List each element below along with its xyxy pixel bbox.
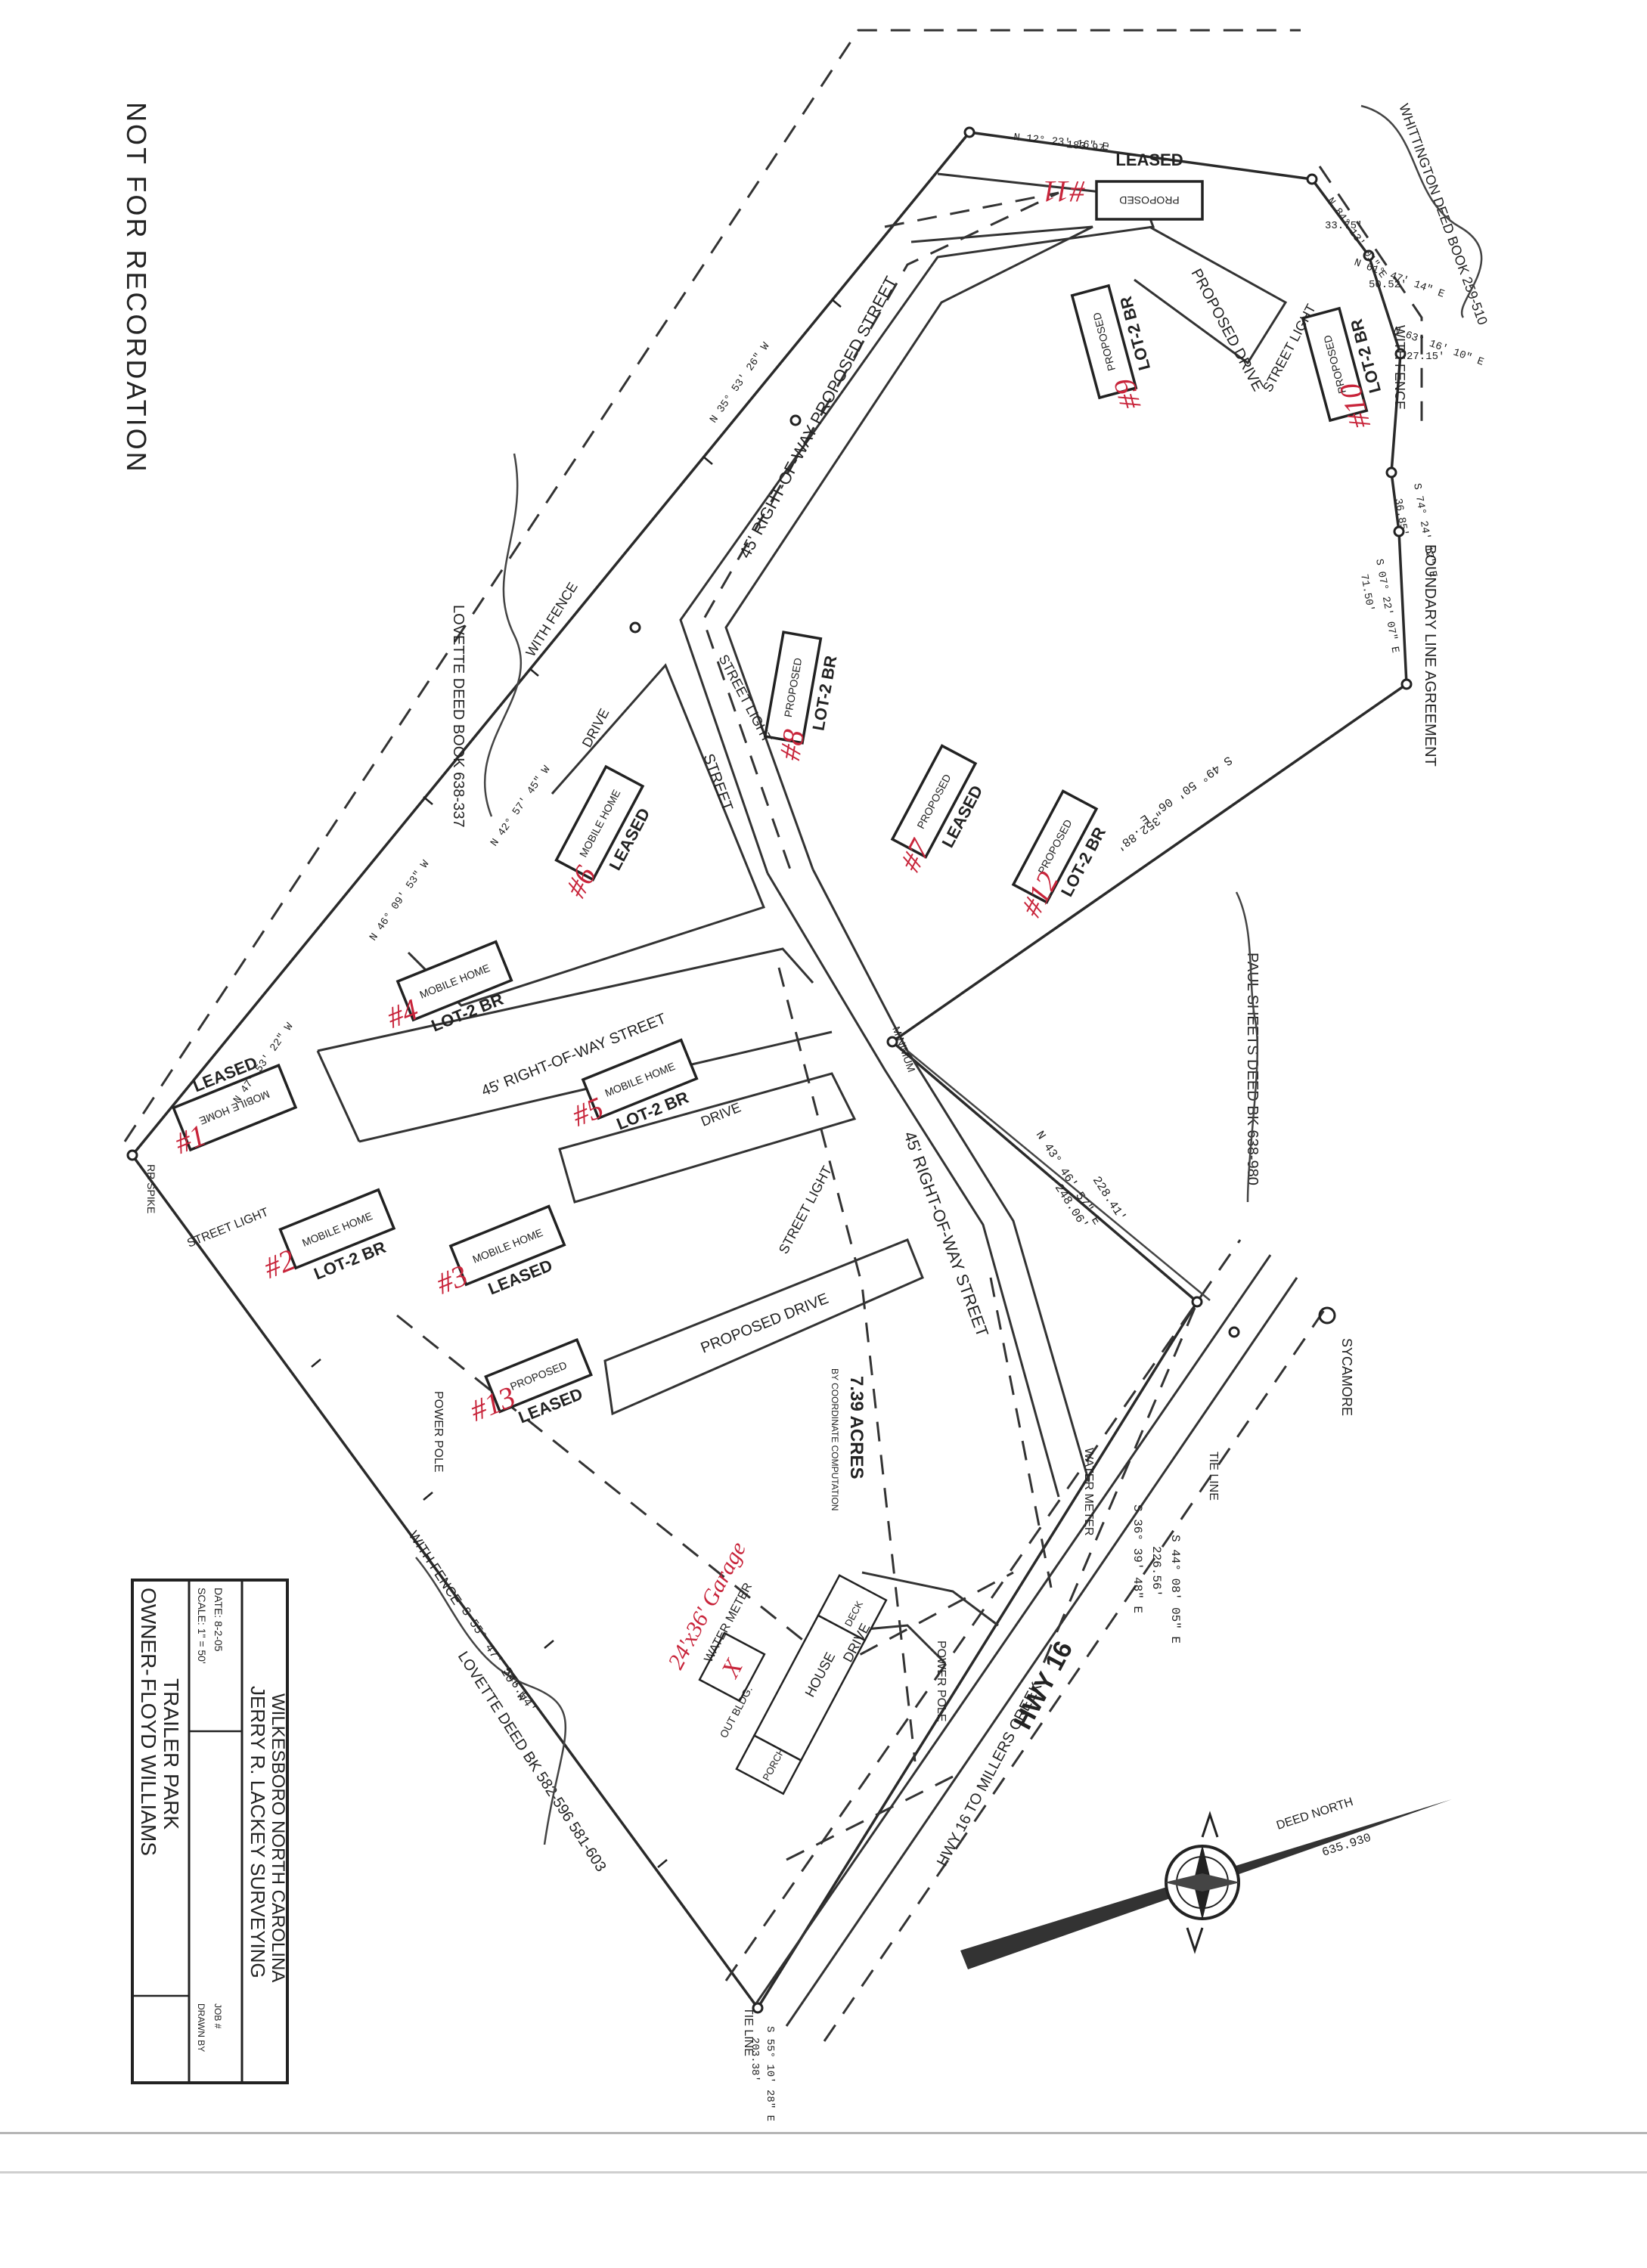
- lot-12[interactable]: LOT-2 BR PROPOSED #12: [1004, 789, 1116, 929]
- fence-line-ticks: [311, 299, 842, 1868]
- drive-lower: [558, 1072, 857, 1204]
- drawn-by-label: DRAWN BY: [196, 2003, 206, 2052]
- main-street-label: 45' RIGHT-OF-WAY STREET: [900, 1129, 992, 1340]
- drive-label: DRIVE: [579, 706, 612, 750]
- lot-11[interactable]: LEASED PROPOSED #11: [1042, 150, 1204, 221]
- hwy16-right-of-way: [823, 1300, 1332, 2042]
- adjoiner-squiggle-top: [483, 453, 523, 817]
- project-name: TRAILER PARK: [160, 1678, 183, 1830]
- svg-text:203.38': 203.38': [749, 2037, 761, 2082]
- lot-10[interactable]: LOT-2 BR PROPOSED #10: [1301, 302, 1393, 435]
- street-short-label: STREET: [699, 751, 736, 813]
- proposed-drive-top: [1134, 225, 1288, 365]
- tie-line-label: TIE LINE: [1207, 1452, 1220, 1501]
- sheet-label: JOB #: [212, 2003, 223, 2029]
- owner-name: FLOYD WILLIAMS: [137, 1678, 160, 1856]
- tie-line-bottom-label: TIE LINE: [742, 2007, 755, 2056]
- svg-text:SYCAMORE: SYCAMORE: [1339, 1338, 1354, 1416]
- tie-line-paul-sheets: [907, 1050, 1211, 1301]
- svg-text:N 46° 09' 53" W: N 46° 09' 53" W: [368, 858, 433, 943]
- svg-text:S 07° 22' 07" E: S 07° 22' 07" E: [1372, 558, 1401, 654]
- proposed-street-inner: [724, 225, 1093, 870]
- acres-note: BY COORDINATE COMPUTATION: [830, 1368, 840, 1510]
- svg-text:27.15': 27.15': [1407, 351, 1444, 363]
- easement-line-2: [777, 967, 917, 1762]
- main-street-right: [811, 869, 1090, 1483]
- lot-8[interactable]: LOT-2 BR PROPOSED #8: [761, 631, 842, 765]
- svg-text:LEASED: LEASED: [1115, 150, 1183, 169]
- adjoiner-squiggle-bottom: [415, 1557, 567, 1845]
- lot-4[interactable]: LOT-2 BR MOBILE HOME #4: [377, 940, 520, 1049]
- hwy16-right-of-way-2: [724, 1239, 1242, 1981]
- deed-north-label: DEED NORTH: [1275, 1796, 1355, 1833]
- with-fence-label: WITH FENCE: [1392, 325, 1407, 410]
- lot-number: #11: [1042, 175, 1085, 209]
- svg-text:S 55° 10' 28" E: S 55° 10' 28" E: [764, 2026, 776, 2121]
- easement-line-1: [396, 1314, 833, 1665]
- svg-text:S 74° 24' 12" E: S 74° 24' 12" E: [1410, 482, 1439, 578]
- mid-street-end: [316, 1050, 361, 1142]
- lot-7[interactable]: LEASED PROPOSED #7: [883, 744, 995, 884]
- svg-text:S 36° 39' 48" E: S 36° 39' 48" E: [1131, 1504, 1144, 1613]
- boundary-monuments: [126, 126, 1413, 2014]
- adjoiner-squiggle-paul: [1235, 891, 1259, 1203]
- lot-6[interactable]: LEASED MOBILE HOME #6: [546, 764, 663, 910]
- owner-label: OWNER-: [137, 1588, 160, 1676]
- hwy16-edge-2: [755, 1254, 1272, 2004]
- main-street-left: [766, 872, 1060, 1498]
- svg-text:PROPOSED: PROPOSED: [1119, 194, 1179, 206]
- adjoiner-line-right: [1318, 166, 1423, 423]
- svg-text:33.75': 33.75': [1325, 220, 1363, 232]
- lot-2[interactable]: LOT-2 BR MOBILE HOME #2: [253, 1188, 402, 1300]
- svg-text:50.52': 50.52': [1369, 279, 1407, 291]
- svg-text:S 44° 08' 05" E: S 44° 08' 05" E: [1168, 1535, 1182, 1644]
- power-pole-label: POWER POLE: [432, 1391, 445, 1473]
- svg-text:352.88': 352.88': [1113, 813, 1162, 854]
- power-pole-label-2: POWER POLE: [935, 1641, 948, 1722]
- surveyor-location: WILKESBORO NORTH CAROLINA: [268, 1693, 288, 1982]
- street-light-label-3: STREET LIGHT: [776, 1163, 835, 1256]
- lot-9[interactable]: LOT-2 BR PROPOSED #9: [1070, 280, 1163, 416]
- date-label: DATE: 8-2-05: [212, 1588, 225, 1652]
- adjoiner-line-top: [123, 29, 1301, 1142]
- surveyor-name: JERRY R. LACKEY SURVEYING: [247, 1686, 269, 1978]
- house-parcel: HOUSE PORCH DECK: [735, 1574, 888, 1796]
- boundary-agreement-label: BOUNDARY LINE AGREEMENT: [1422, 544, 1438, 767]
- minimum-label: MINIMUM: [890, 1025, 918, 1074]
- mid-street-top: [317, 947, 814, 1052]
- proposed-drive-bottom: [603, 1238, 924, 1416]
- svg-text:226.56': 226.56': [1149, 1546, 1163, 1597]
- property-boundary: [130, 131, 1408, 2011]
- sycamore-marker: SYCAMORE: [1318, 1306, 1354, 1416]
- lot-13[interactable]: LEASED PROPOSED #13: [461, 1337, 600, 1442]
- title-block: OWNER- FLOYD WILLIAMS TRAILER PARK SCALE…: [131, 1579, 289, 2084]
- acres-label: 7.39 ACRES: [846, 1376, 867, 1479]
- svg-text:71.50': 71.50': [1357, 573, 1376, 612]
- lot-3[interactable]: LEASED MOBILE HOME #3: [426, 1204, 572, 1315]
- svg-text:183.97': 183.97': [1065, 139, 1111, 156]
- not-for-recordation-stamp: NOT FOR RECORDATION: [121, 102, 152, 474]
- adjoiner-lovette-bottom: LOVETTE DEED BK 582-596 581-603: [454, 1649, 609, 1875]
- adjoiner-lovette-top: LOVETTE DEED BOOK 638-337: [450, 605, 467, 828]
- with-fence-label-3: WITH FENCE: [406, 1528, 465, 1607]
- lot-number: #8: [772, 727, 811, 763]
- easement-line-3: [989, 1277, 1053, 1588]
- garage: X: [698, 1631, 766, 1703]
- adjoiner-paul-sheets: PAUL SHEETS DEED BK 638-980: [1244, 953, 1261, 1185]
- scale-label: SCALE: 1" = 50': [196, 1588, 208, 1664]
- svg-text:N 42° 57' 45" W: N 42° 57' 45" W: [489, 764, 554, 849]
- proposed-street-centerline: [702, 191, 1059, 870]
- street-light-label-4: STREET LIGHT: [185, 1206, 271, 1250]
- rr-spike-label: RR SPIKE: [145, 1164, 157, 1213]
- water-meter-label: WATER METER: [1082, 1448, 1095, 1535]
- adjoiner-squiggle-right: [1360, 104, 1483, 318]
- north-arrow: DEED NORTH 635.930: [960, 1796, 1452, 1969]
- hwy16-edge-1: [785, 1277, 1298, 2027]
- street-light-label-2: STREET LIGHT: [715, 652, 774, 745]
- hwy16-alt-label: HWY 16 TO MILLERS CREEK: [934, 1679, 1046, 1869]
